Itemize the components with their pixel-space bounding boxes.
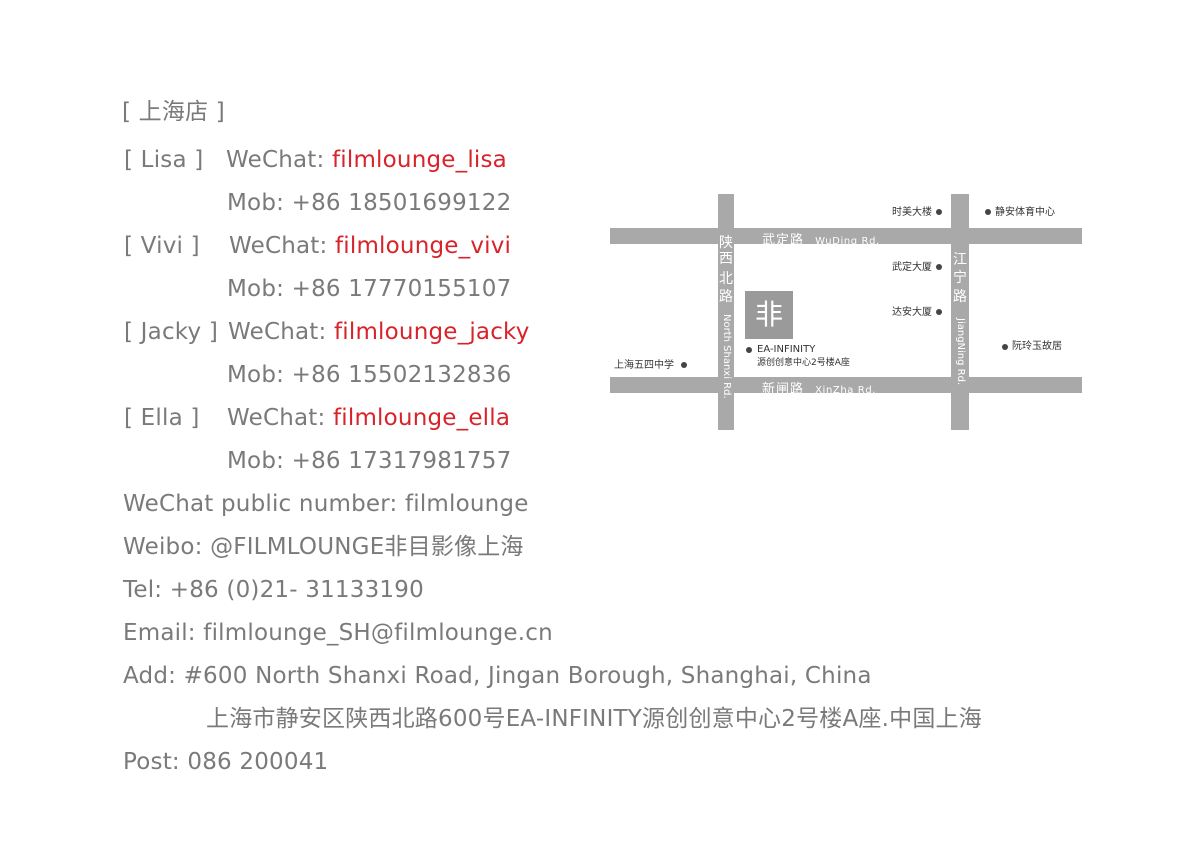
landmark-wuding-bldg-marker: [936, 264, 942, 270]
mob-number-jacky: +86 15502132836: [291, 362, 512, 388]
label-wuding: 武定路 WuDing Rd.: [762, 229, 880, 248]
wechat-id-lisa: filmlounge_lisa: [331, 147, 507, 173]
contact-wechat-ella: WeChat: filmlounge_ella: [227, 404, 510, 432]
mob-label: Mob:: [227, 448, 285, 474]
label-shanxi-cn-1: 陕: [719, 235, 733, 251]
wechat-label: WeChat:: [226, 147, 325, 173]
wechat-id-vivi: filmlounge_vivi: [334, 233, 512, 259]
postcode: Post: 086 200041: [123, 749, 329, 775]
landmark-daan-bldg: 达安大厦: [892, 307, 932, 318]
wechat-public-number: WeChat public number: filmlounge: [123, 491, 529, 517]
contact-mob-vivi: Mob: +86 17770155107: [227, 275, 511, 303]
venue-cn: 源创创意中心2号楼A座: [757, 358, 850, 368]
road-north-shanxi: [718, 194, 734, 430]
mob-number-lisa: +86 18501699122: [291, 190, 512, 216]
mob-label: Mob:: [227, 190, 285, 216]
address-cn: 上海市静安区陕西北路600号EA-INFINITY源创创意中心2号楼A座.中国上…: [206, 706, 982, 732]
telephone: Tel: +86 (0)21- 31133190: [123, 577, 424, 603]
label-jiangning-cn-2: 宁: [953, 270, 967, 286]
store-title: [ 上海店 ]: [122, 99, 225, 125]
contact-name-jacky: [ Jacky ]: [124, 319, 219, 345]
landmark-shimei-marker: [936, 209, 942, 215]
landmark-wuding-bldg: 武定大厦: [892, 262, 932, 273]
email: Email: filmlounge_SH@filmlounge.cn: [123, 620, 553, 646]
contact-mob-jacky: Mob: +86 15502132836: [227, 361, 511, 389]
label-shanxi-cn-4: 路: [719, 289, 733, 305]
mob-label: Mob:: [227, 362, 285, 388]
contact-wechat-lisa: WeChat: filmlounge_lisa: [226, 146, 507, 174]
label-shanxi-cn-3: 北: [719, 271, 733, 287]
location-map: 武定路 WuDing Rd. 新闸路 XinZha Rd. 陕 西 北 路 No…: [600, 190, 1090, 435]
wechat-label: WeChat:: [227, 405, 326, 431]
label-xinzha-en: XinZha Rd.: [815, 385, 877, 396]
venue-marker: [746, 347, 752, 353]
label-jiangning-en: JiangNing Rd.: [955, 318, 966, 386]
label-shanxi-en: North Shanxi Rd.: [721, 314, 732, 399]
label-wuding-en: WuDing Rd.: [815, 236, 880, 247]
contact-wechat-vivi: WeChat: filmlounge_vivi: [229, 232, 511, 260]
landmark-daan-bldg-marker: [936, 309, 942, 315]
landmark-school-marker: [681, 362, 687, 368]
contact-name-vivi: [ Vivi ]: [124, 233, 200, 259]
wechat-id-jacky: filmlounge_jacky: [333, 319, 530, 345]
road-jiangning: [951, 194, 969, 430]
mob-number-vivi: +86 17770155107: [291, 276, 512, 302]
label-jiangning-cn-3: 路: [953, 289, 967, 305]
label-shanxi-cn-2: 西: [719, 251, 733, 267]
contact-wechat-jacky: WeChat: filmlounge_jacky: [228, 318, 530, 346]
contact-mob-ella: Mob: +86 17317981757: [227, 447, 511, 475]
venue-name: EA-INFINITY: [757, 344, 816, 355]
wechat-label: WeChat:: [228, 319, 327, 345]
mob-number-ella: +86 17317981757: [291, 448, 512, 474]
venue-logo-glyph: 非: [754, 298, 783, 331]
label-wuding-cn: 武定路: [762, 233, 805, 248]
wechat-label: WeChat:: [229, 233, 328, 259]
landmark-school: 上海五四中学: [614, 360, 674, 371]
landmark-ruanlingyu-marker: [1002, 344, 1008, 350]
contact-name-lisa: [ Lisa ]: [124, 147, 204, 173]
mob-label: Mob:: [227, 276, 285, 302]
label-jiangning-cn-1: 江: [953, 252, 967, 268]
weibo: Weibo: @FILMLOUNGE非目影像上海: [123, 534, 524, 560]
contact-name-ella: [ Ella ]: [124, 405, 200, 431]
landmark-jingan-sports: 静安体育中心: [995, 207, 1055, 218]
venue-logo-icon: 非: [745, 291, 793, 339]
address-en: Add: #600 North Shanxi Road, Jingan Boro…: [123, 663, 872, 689]
label-xinzha-cn: 新闸路: [762, 382, 805, 397]
wechat-id-ella: filmlounge_ella: [332, 405, 511, 431]
landmark-shimei: 时美大楼: [892, 207, 932, 218]
contact-mob-lisa: Mob: +86 18501699122: [227, 189, 511, 217]
landmark-ruanlingyu: 阮玲玉故居: [1012, 341, 1062, 352]
landmark-jingan-sports-marker: [985, 209, 991, 215]
label-xinzha: 新闸路 XinZha Rd.: [762, 378, 876, 397]
